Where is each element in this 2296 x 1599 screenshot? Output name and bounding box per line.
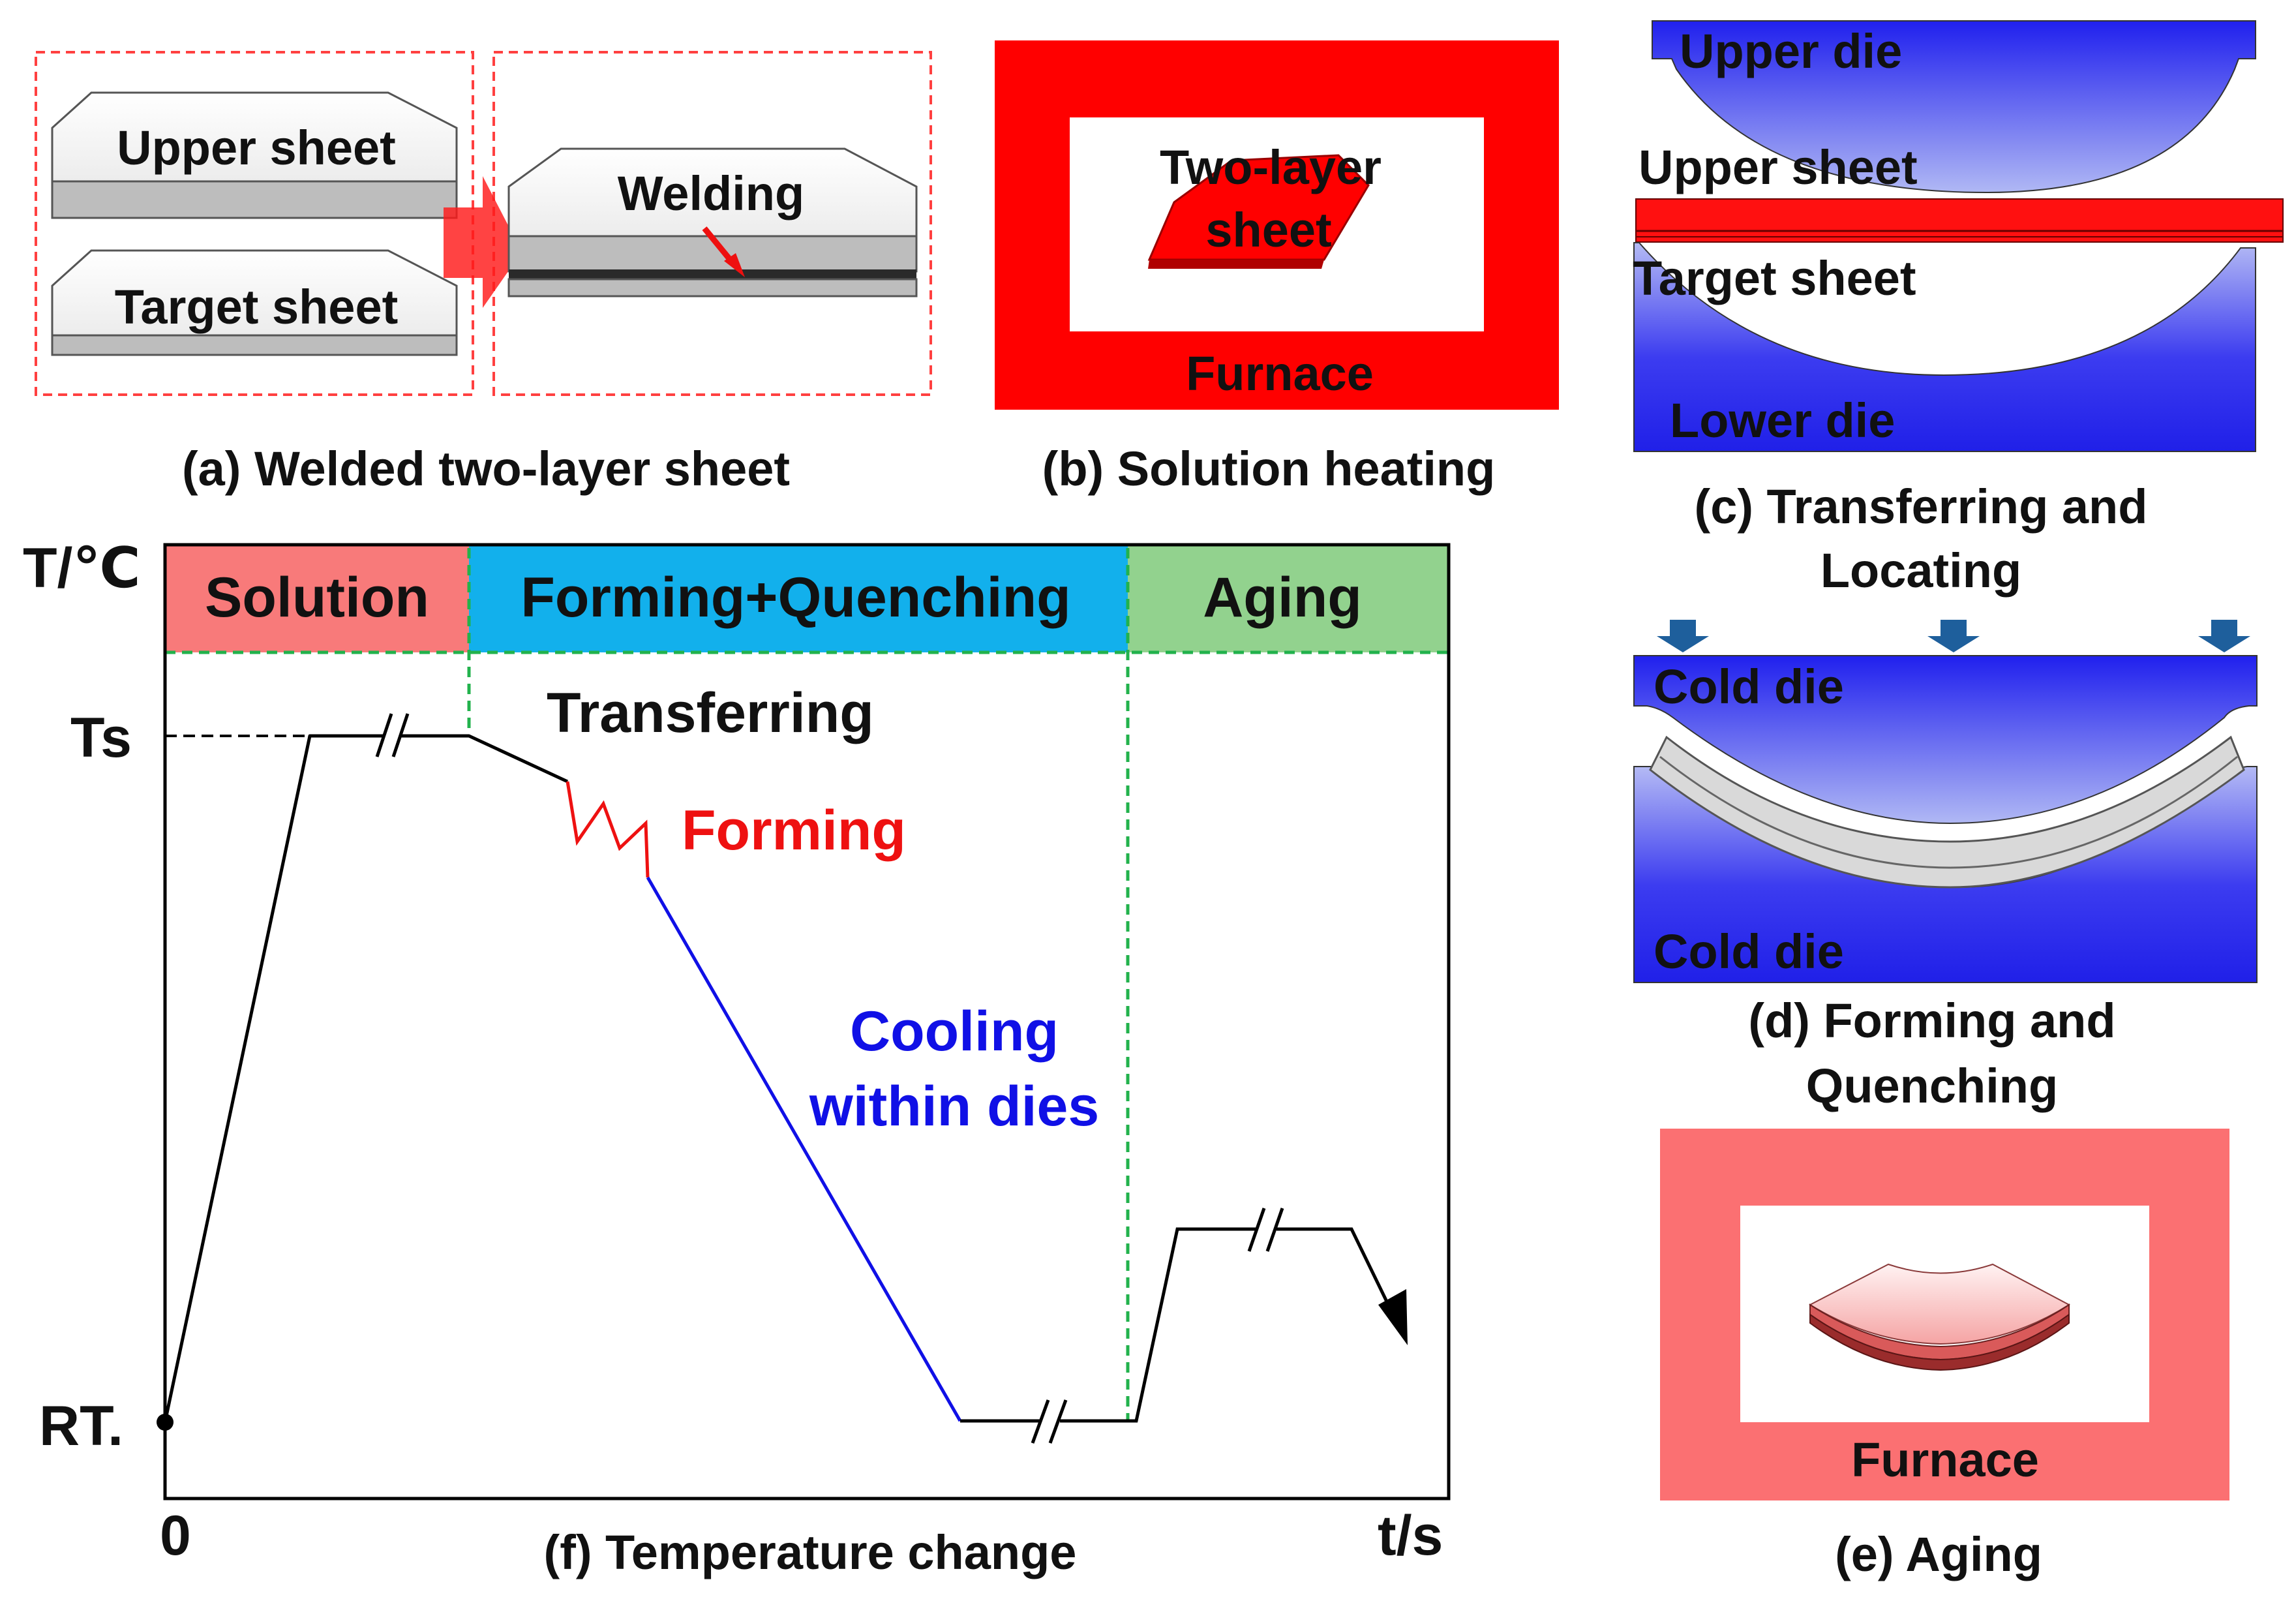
- target-sheet-label: Target sheet: [115, 280, 399, 334]
- upper-sheet-label: Upper sheet: [117, 121, 396, 175]
- origin-point: [157, 1414, 174, 1431]
- upper-die-label: Upper die: [1680, 24, 1902, 78]
- target-sheet-block: Target sheet: [51, 249, 458, 356]
- aging-furnace: [1660, 1129, 2229, 1500]
- part-label-line1: Two-layer: [1160, 140, 1382, 194]
- stage-forming-label: Forming+Quenching: [521, 566, 1070, 629]
- caption-a: (a) Welded two-layer sheet: [182, 442, 790, 496]
- forming-curve: [566, 781, 650, 878]
- axis-break-icon-2: [1031, 1399, 1068, 1444]
- caption-e: (e) Aging: [1835, 1527, 2042, 1581]
- y-axis-label: T/℃: [23, 537, 141, 600]
- process-arrow-icon: [444, 176, 522, 308]
- upper-die: [1652, 20, 2256, 194]
- end-arrow-icon: [1378, 1289, 1408, 1345]
- cooling-curve: [646, 876, 962, 1422]
- cold-die-upper: [1633, 655, 2258, 825]
- panel-a: Upper sheet Target sheet Welding (a) Wel…: [35, 51, 932, 496]
- stage-forming-bg: [469, 545, 1128, 652]
- weld-layer: [509, 269, 916, 279]
- caption-d-line2: Quenching: [1806, 1059, 2058, 1113]
- stage-guide-lines: [165, 548, 1449, 1422]
- welding-label: Welding: [618, 166, 804, 221]
- tick-ts: Ts: [70, 707, 132, 769]
- x-axis-label: t/s: [1378, 1504, 1443, 1567]
- panel-d: Cold die Cold die (d) Forming and Quench…: [1633, 620, 2258, 1113]
- furnace-label-e: Furnace: [1851, 1433, 2039, 1487]
- caption-f: (f) Temperature change: [544, 1525, 1077, 1579]
- furnace-label-b: Furnace: [1186, 346, 1374, 401]
- cooling-label-line1: Cooling: [850, 1000, 1059, 1063]
- temperature-curve: [163, 734, 569, 1423]
- upper-sheet-block: Upper sheet: [51, 91, 458, 219]
- caption-b: (b) Solution heating: [1042, 442, 1496, 496]
- stage-aging-bg: [1128, 545, 1449, 652]
- caption-c-line2: Locating: [1820, 543, 2021, 598]
- lower-die: [1633, 242, 2256, 452]
- lower-die-label: Lower die: [1670, 393, 1895, 448]
- solution-furnace: [995, 40, 1559, 410]
- cold-die-top-label: Cold die: [1654, 660, 1844, 714]
- panel-c: Upper die Upper sheet Target sheet Lower…: [1633, 20, 2284, 598]
- press-arrow-icon: [1657, 620, 2250, 652]
- formed-sheet: [1649, 735, 2245, 889]
- cooling-label-line2: within dies: [809, 1075, 1099, 1138]
- forming-label: Forming: [682, 799, 906, 862]
- panel-f: Solution Forming+Quenching Aging: [23, 537, 1451, 1579]
- axis-break-icon-3: [1247, 1208, 1284, 1252]
- part-label-line2: sheet: [1205, 203, 1331, 257]
- transferring-label: Transferring: [547, 682, 874, 744]
- tick-rt: RT.: [39, 1395, 123, 1457]
- caption-c-line1: (c) Transferring and: [1695, 480, 2148, 534]
- welded-sheet-block: Welding: [507, 147, 918, 297]
- target-sheet-label-c: Target sheet: [1633, 251, 1916, 305]
- origin-label: 0: [160, 1504, 191, 1567]
- low-hold-curve: [960, 1227, 1400, 1423]
- cold-die-bottom-label: Cold die: [1654, 924, 1844, 979]
- axis-break-icon: [375, 713, 410, 757]
- upper-sheet-label-c: Upper sheet: [1639, 140, 1918, 194]
- stage-aging-label: Aging: [1203, 566, 1362, 629]
- plot-frame: [163, 543, 1451, 1500]
- caption-d-line1: (d) Forming and: [1748, 994, 2115, 1048]
- stage-solution-label: Solution: [205, 566, 429, 629]
- panel-b: Two-layer sheet Furnace (b) Solution hea…: [995, 40, 1559, 496]
- panel-e: Furnace (e) Aging: [1660, 1129, 2229, 1581]
- aged-part: [1808, 1263, 2070, 1345]
- hot-sheet-target: [1635, 236, 2284, 243]
- stage-solution-bg: [165, 545, 469, 652]
